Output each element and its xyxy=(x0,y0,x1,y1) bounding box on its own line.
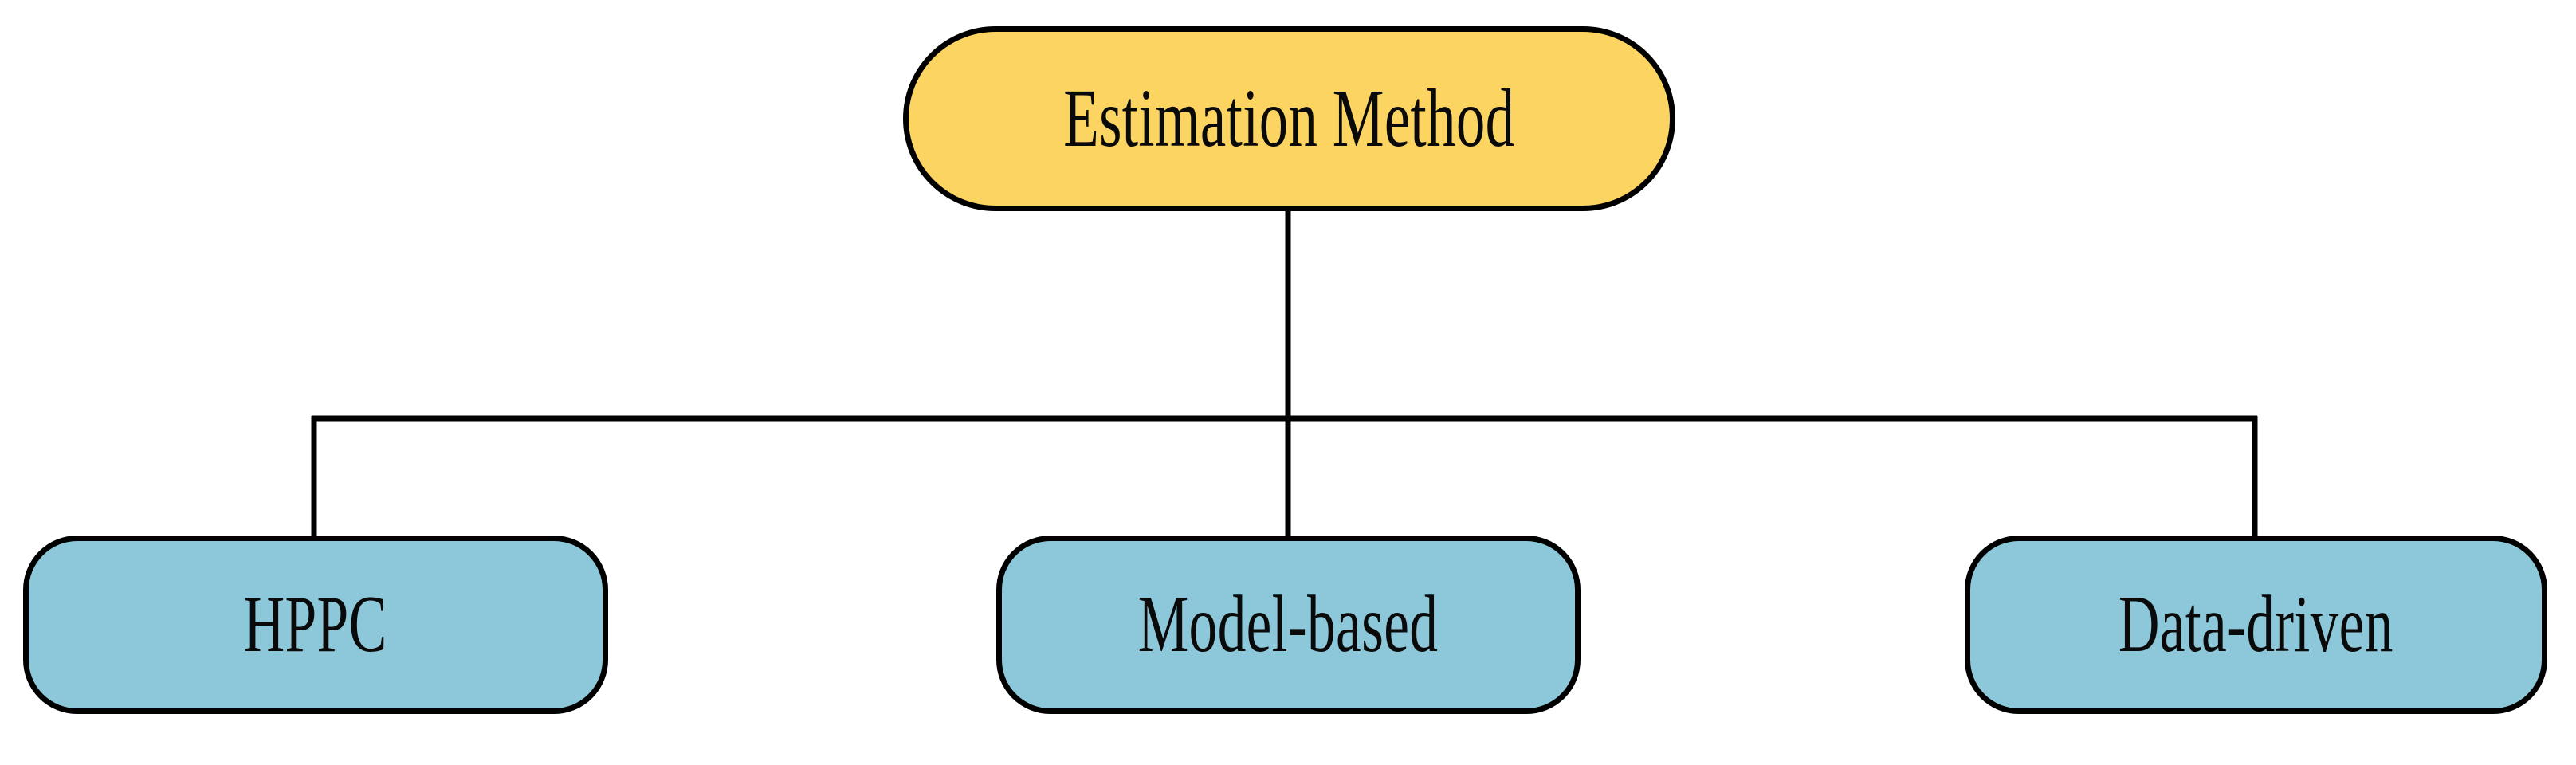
node-hppc-label: HPPC xyxy=(243,579,388,669)
node-data-driven[interactable]: Data-driven xyxy=(1965,536,2547,714)
node-model-based[interactable]: Model-based xyxy=(996,536,1581,714)
node-hppc[interactable]: HPPC xyxy=(23,536,608,714)
node-data-driven-label: Data-driven xyxy=(2119,579,2393,669)
node-estimation-method[interactable]: Estimation Method xyxy=(903,26,1675,211)
node-estimation-method-label: Estimation Method xyxy=(1063,73,1515,164)
node-model-based-label: Model-based xyxy=(1138,579,1439,669)
